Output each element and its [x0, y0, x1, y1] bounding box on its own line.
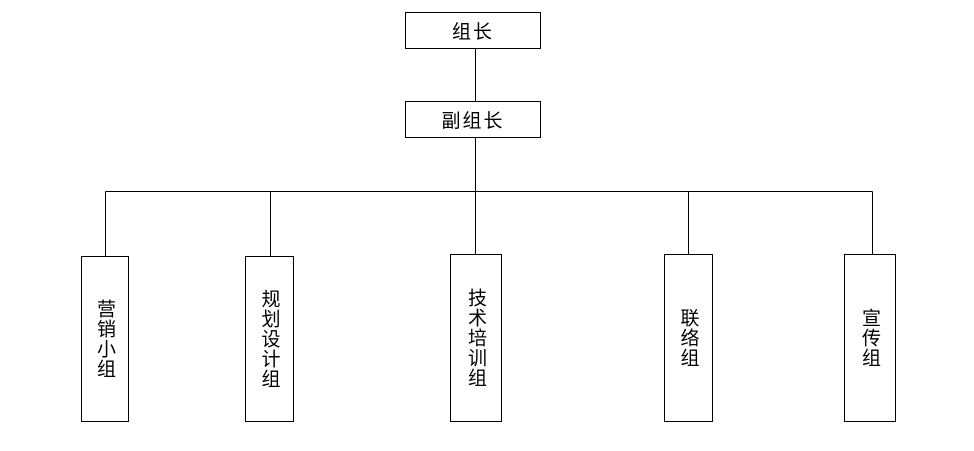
group-box-technical-training: 技术培训组	[450, 254, 502, 422]
leader-box: 组长	[405, 12, 541, 49]
deputy-label: 副组长	[441, 110, 505, 132]
group-label-technical-training: 技术培训组	[465, 288, 487, 388]
group-box-marketing: 营销小组	[81, 256, 129, 422]
leader-label: 组长	[451, 21, 494, 43]
group-label-publicity: 宣传组	[859, 308, 881, 368]
group-box-publicity: 宣传组	[844, 254, 896, 422]
group-label-liaison: 联络组	[677, 308, 700, 368]
group-label-planning-design: 规划设计组	[258, 289, 281, 389]
group-box-planning-design: 规划设计组	[245, 256, 294, 422]
group-label-marketing: 营销小组	[94, 299, 116, 379]
deputy-box: 副组长	[405, 101, 541, 138]
group-box-liaison: 联络组	[664, 254, 713, 422]
